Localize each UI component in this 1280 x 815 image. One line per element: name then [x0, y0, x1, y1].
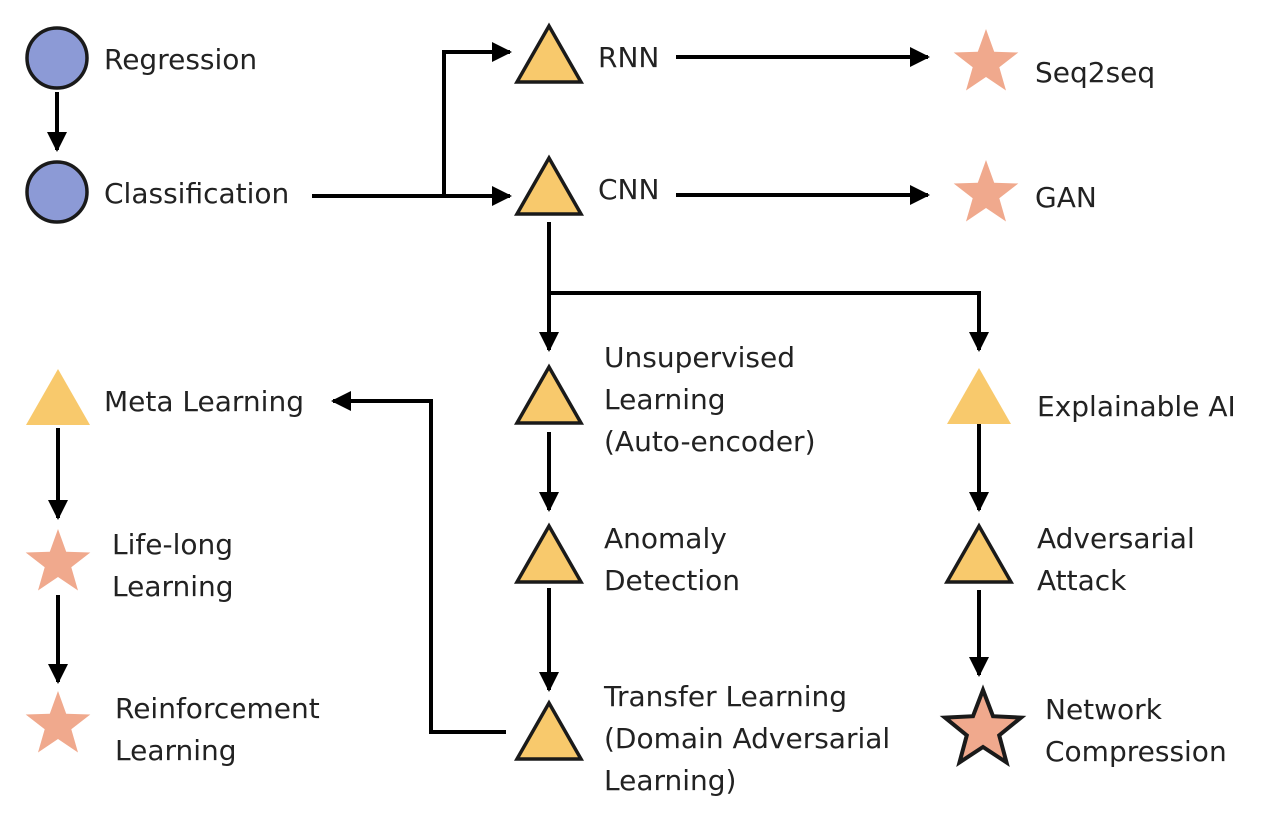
edges-layer [47, 42, 989, 734]
adversarial-label-line: Adversarial [1037, 522, 1195, 555]
unsupervised-label-line: (Auto-encoder) [604, 425, 816, 458]
reinforcement-label-line: Reinforcement [115, 692, 320, 725]
meta-triangle-icon [26, 369, 90, 425]
classification-circle-icon [25, 160, 89, 224]
seq2seq-label-line: Seq2seq [1035, 56, 1155, 89]
meta-label: Meta Learning [104, 385, 304, 418]
node-seq2seq: Seq2seq [953, 29, 1155, 91]
regression-circle-icon [25, 26, 89, 90]
transfer-label-line: Learning) [604, 764, 736, 797]
reinforcement-star-icon [25, 691, 91, 753]
node-classification: Classification [25, 160, 289, 224]
unsupervised-label-line: Unsupervised [604, 341, 795, 374]
cnn-triangle-icon [513, 154, 585, 216]
lifelong-label-line: Life-long [112, 528, 233, 561]
anomaly-triangle-icon [513, 522, 585, 584]
classification-label: Classification [104, 177, 289, 210]
gan-label-line: GAN [1035, 181, 1097, 214]
edge-transfer-to-meta [331, 391, 506, 734]
node-gan: GAN [953, 160, 1097, 222]
transfer-triangle-icon [513, 699, 585, 761]
seq2seq-star-icon [953, 29, 1019, 91]
cnn-label-line: CNN [598, 173, 659, 206]
node-rnn: RNN [513, 22, 659, 84]
regression-label: Regression [104, 43, 257, 76]
rnn-label-line: RNN [598, 41, 659, 74]
seq2seq-label: Seq2seq [1035, 56, 1155, 89]
unsupervised-label-line: Learning [604, 383, 726, 416]
adversarial-label-line: Attack [1037, 564, 1127, 597]
regression-label-line: Regression [104, 43, 257, 76]
explainable-label-line: Explainable AI [1037, 390, 1236, 423]
transfer-label-line: Transfer Learning [603, 680, 847, 713]
edge-cnn-to-explainable [549, 291, 989, 352]
gan-star-icon [953, 160, 1019, 222]
explainable-label: Explainable AI [1037, 390, 1236, 423]
transfer-label-line: (Domain Adversarial [604, 722, 890, 755]
explainable-triangle-icon [947, 368, 1011, 424]
anomaly-label-line: Detection [604, 564, 740, 597]
node-regression: Regression [25, 26, 257, 90]
reinforcement-label-line: Learning [115, 734, 237, 767]
node-explainable: Explainable AI [947, 368, 1236, 424]
anomaly-label-line: Anomaly [604, 522, 727, 555]
compression-label-line: Compression [1045, 735, 1227, 768]
edge-classification-to-rnn [442, 42, 512, 196]
meta-label-line: Meta Learning [104, 385, 304, 418]
unsupervised-triangle-icon [513, 363, 585, 425]
rnn-triangle-icon [513, 22, 585, 84]
cnn-label: CNN [598, 173, 659, 206]
lifelong-label-line: Learning [112, 570, 234, 603]
gan-label: GAN [1035, 181, 1097, 214]
node-cnn: CNN [513, 154, 659, 216]
rnn-label: RNN [598, 41, 659, 74]
node-meta: Meta Learning [26, 369, 304, 425]
compression-star-icon [939, 684, 1027, 767]
lifelong-star-icon [25, 529, 91, 591]
compression-label-line: Network [1045, 693, 1163, 726]
classification-label-line: Classification [104, 177, 289, 210]
adversarial-triangle-icon [943, 522, 1015, 584]
